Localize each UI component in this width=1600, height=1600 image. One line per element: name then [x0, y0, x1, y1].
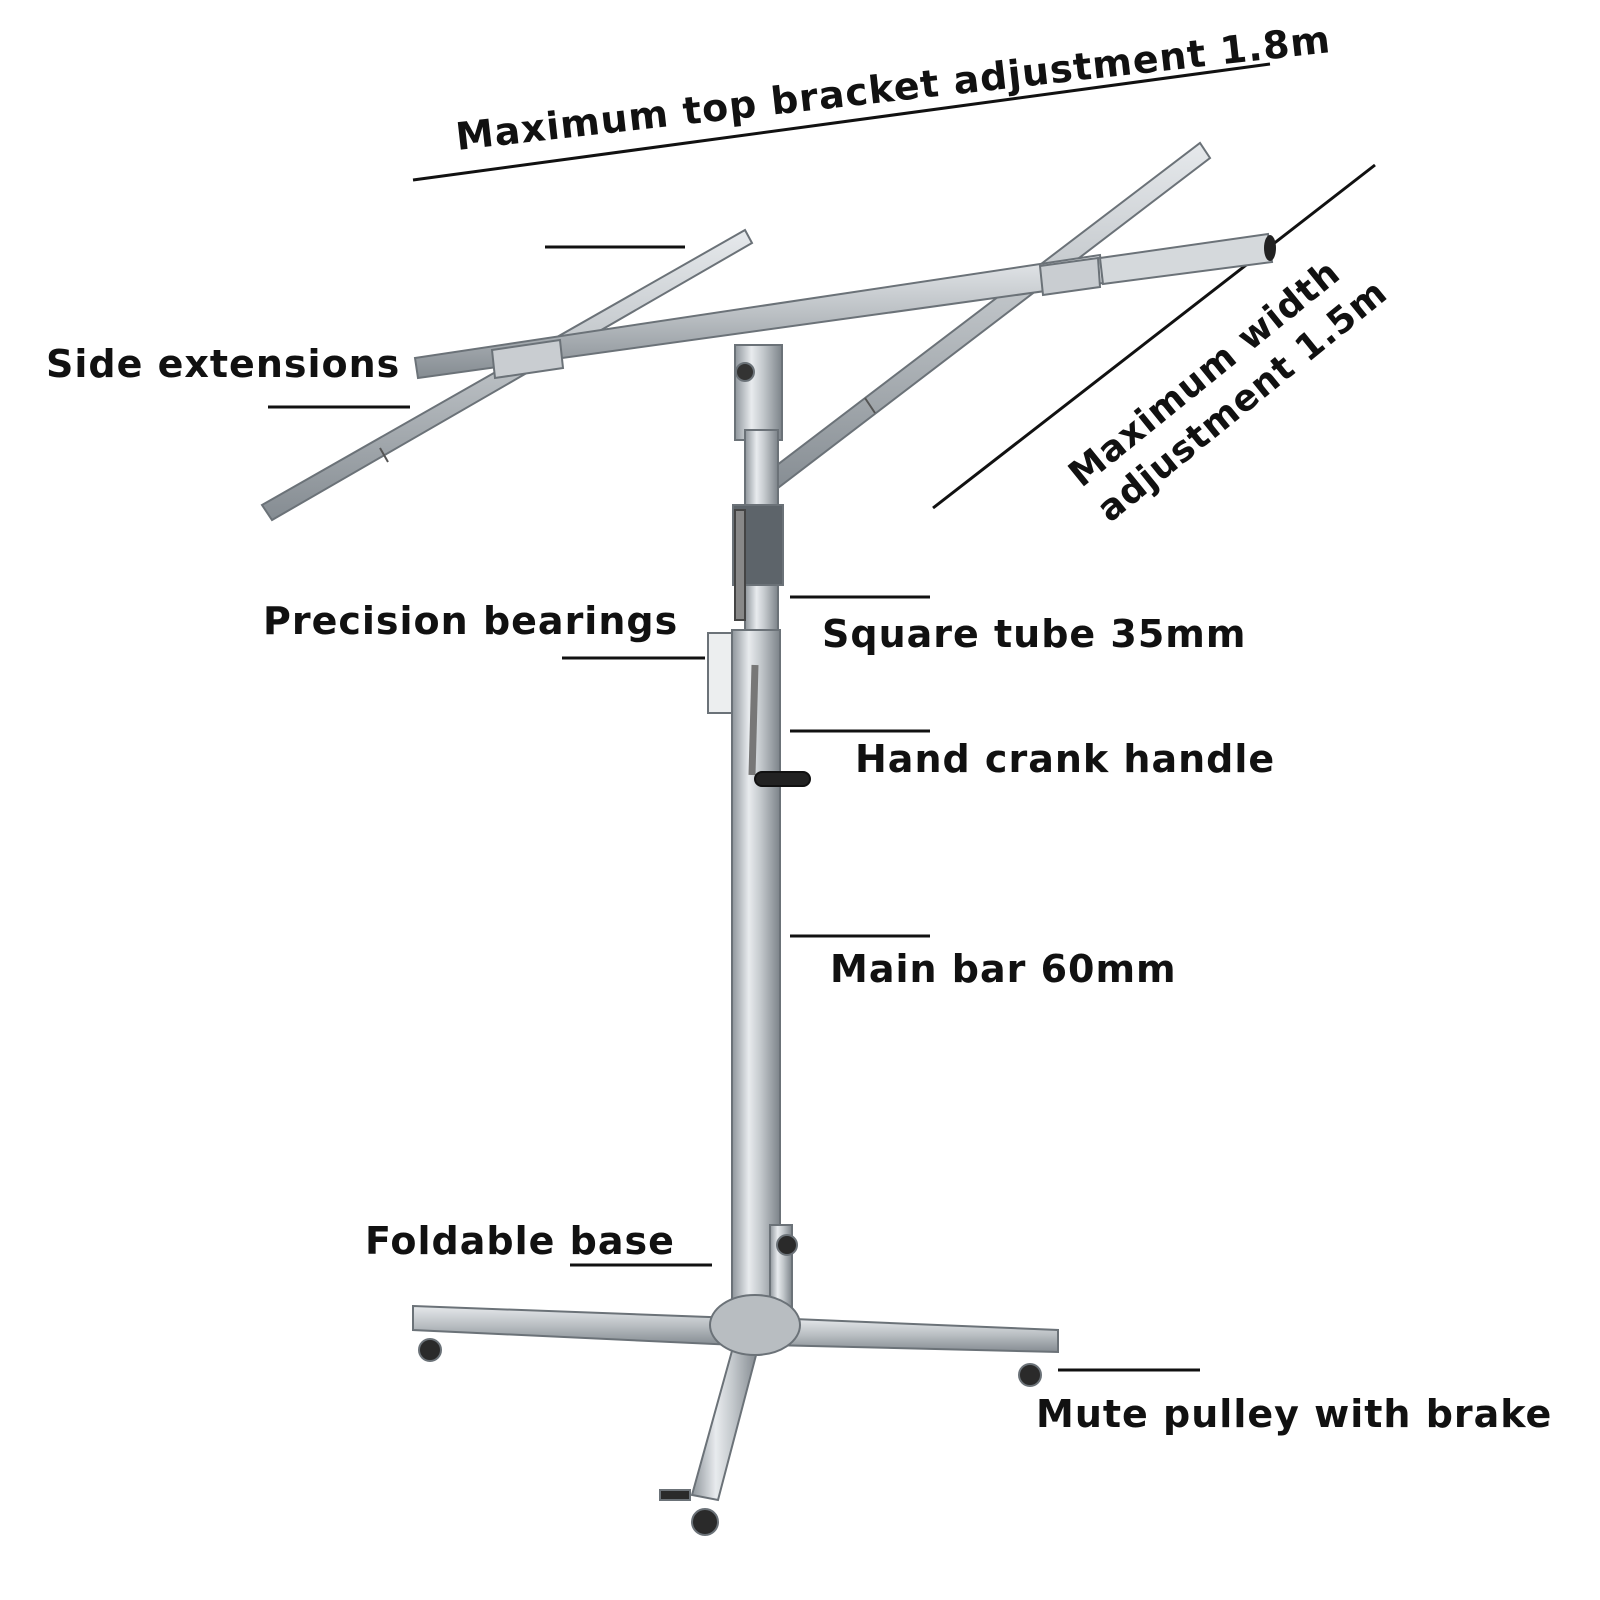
left-joint	[490, 338, 565, 380]
right-joint	[1038, 256, 1102, 297]
annotation-lines	[268, 62, 1376, 1372]
main-bar-label: Main bar 60mm	[830, 947, 1177, 991]
width-dimension-line	[932, 163, 1376, 510]
wheel-back	[776, 1234, 798, 1256]
foldable-base-label: Foldable base	[365, 1219, 675, 1263]
chain	[734, 509, 746, 621]
base-leg-right	[769, 1316, 1059, 1354]
crank-knob	[754, 771, 811, 787]
crank-arm	[748, 664, 759, 776]
base-leg-front	[690, 1339, 762, 1502]
side-extensions-label: Side extensions	[46, 342, 401, 386]
base-leg-left	[412, 1304, 736, 1347]
center-bracket	[734, 344, 783, 441]
wheel-left	[418, 1338, 442, 1362]
cross-bar-extension-tube	[1098, 232, 1274, 286]
top-bracket-dimension-line	[412, 62, 1271, 182]
wheel-right	[1018, 1363, 1042, 1387]
top-bracket	[260, 141, 1276, 522]
mast	[707, 429, 811, 1321]
hand-crank-label: Hand crank handle	[855, 737, 1276, 781]
square-tube-label: Square tube 35mm	[822, 612, 1247, 656]
base-hub	[709, 1294, 801, 1356]
precision-bearings-label: Precision bearings	[263, 599, 679, 643]
wheel-front	[691, 1508, 719, 1536]
foldable-base-graphic	[412, 1224, 1059, 1536]
mute-pulley-label: Mute pulley with brake	[1036, 1392, 1553, 1436]
